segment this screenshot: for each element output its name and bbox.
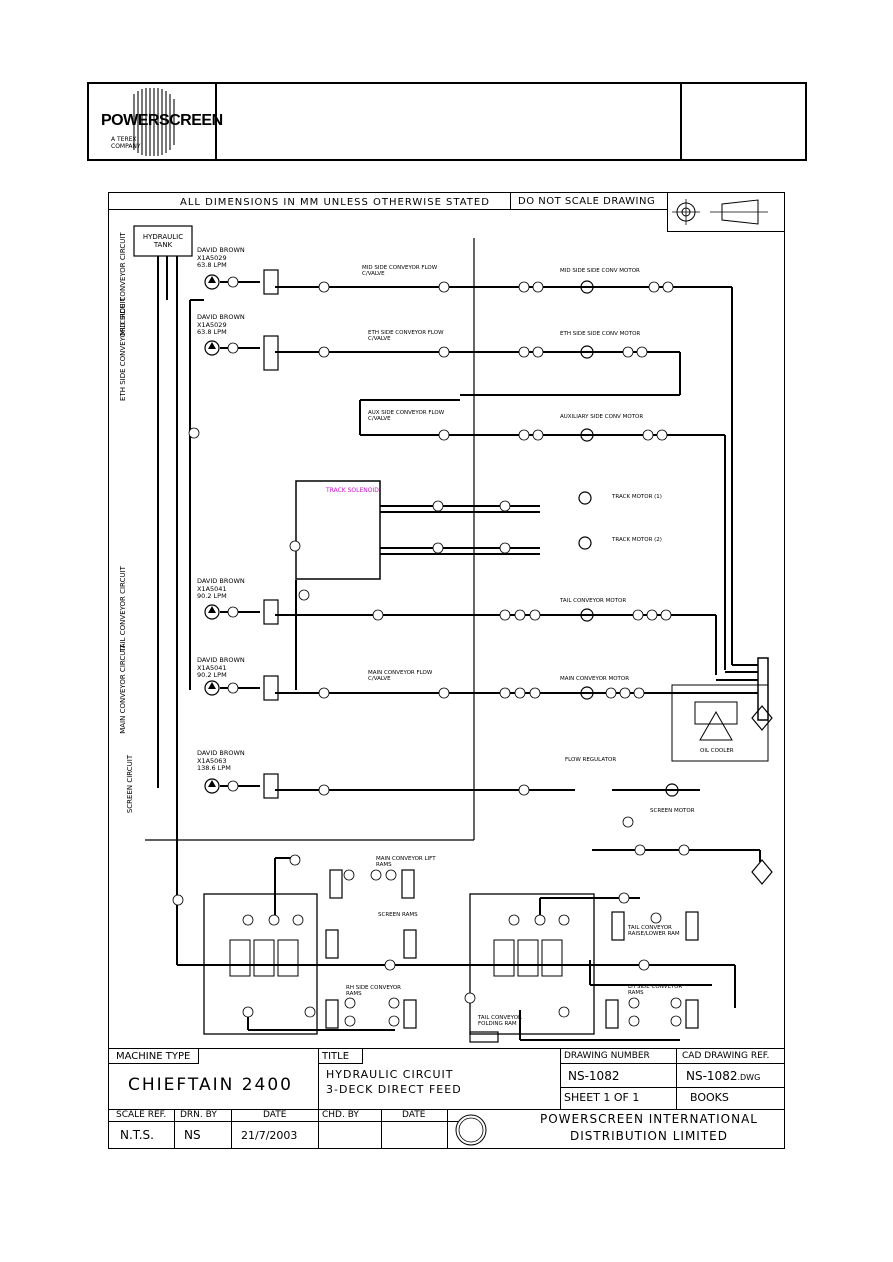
tail-circuit-label: TAIL CONVEYOR CIRCUIT — [119, 566, 127, 652]
company-line2: DISTRIBUTION LIMITED — [570, 1129, 728, 1143]
drn-by-label: DRN. BY — [180, 1110, 217, 1120]
aux-motor-label: AUXILIARY SIDE CONV MOTOR — [560, 414, 644, 420]
main-circuit-label: MAIN CONVEYOR CIRCUIT — [119, 644, 127, 734]
projection-symbol-icon — [672, 199, 768, 225]
notes-row-line — [108, 209, 668, 210]
pipe-lines — [145, 238, 769, 1041]
hydraulic-tank — [133, 225, 193, 257]
header-box: POWERSCREEN A TEREX COMPANY — [87, 82, 807, 161]
tail-fold-ram-label: TAIL CONVEYOR FOLDING RAM — [478, 1015, 522, 1027]
dimensions-note: ALL DIMENSIONS IN MM UNLESS OTHERWISE ST… — [180, 197, 490, 208]
date-label: DATE — [263, 1110, 287, 1120]
tb-vline-1 — [318, 1049, 319, 1149]
machine-type-label: MACHINE TYPE — [116, 1051, 191, 1062]
sheet-value: SHEET 1 OF 1 — [564, 1091, 640, 1104]
tb-line-1 — [560, 1063, 785, 1064]
logo-sub1: A TEREX — [111, 136, 137, 143]
track-solenoid-label: TRACK SOLENOID — [326, 487, 379, 494]
cad-ref-number: NS-1082 — [686, 1069, 738, 1083]
aux-valve-label: AUX SIDE CONVEYOR FLOW C/VALVE — [368, 410, 445, 422]
relief-valves — [263, 269, 279, 799]
logo-stripes-icon — [133, 88, 175, 156]
title-label: TITLE — [322, 1051, 350, 1062]
main-valve-label: MAIN CONVEYOR FLOW C/VALVE — [368, 670, 433, 682]
title-label-box — [318, 1049, 363, 1064]
tb-line-2 — [108, 1109, 785, 1110]
lh-side-rams-label: LH SIDE CONVEYOR RAMS — [628, 984, 683, 996]
pump-arrows — [208, 276, 216, 787]
machine-type-value: CHIEFTAIN 2400 — [128, 1075, 293, 1095]
tb-vline-6 — [381, 1109, 382, 1149]
notes-divider-1 — [510, 192, 511, 210]
drawing-number-label: DRAWING NUMBER — [564, 1051, 650, 1061]
motor-symbols — [578, 280, 679, 797]
notes-divider-2 — [667, 192, 668, 232]
company-line1: POWERSCREEN INTERNATIONAL — [540, 1112, 758, 1126]
tb-vline-4 — [174, 1109, 175, 1149]
tb-line-4 — [108, 1121, 458, 1122]
drawing-number-value: NS-1082 — [568, 1069, 620, 1083]
tb-vline-3 — [676, 1049, 677, 1109]
drn-by-value: NS — [184, 1128, 201, 1142]
cad-ref-value: NS-1082.DWG — [686, 1069, 760, 1083]
tail-raise-ram-label: TAIL CONVEYOR RAISE/LOWER RAM — [628, 925, 680, 937]
eth-side-circuit-label: ETH SIDE CONVEYOR CIRCUIT — [119, 297, 127, 401]
tail-motor-label: TAIL CONVEYOR MOTOR — [560, 598, 627, 604]
ram-cylinders — [325, 869, 699, 1043]
track-motor-2-label: TRACK MOTOR (2) — [612, 537, 662, 543]
logo-sub2: COMPANY — [111, 143, 141, 150]
books-value: BOOKS — [690, 1091, 729, 1104]
oil-cooler-label: OIL COOLER — [700, 748, 734, 754]
mid-valve-label: MID SIDE CONVEYOR FLOW C/VALVE — [362, 265, 438, 277]
eth-motor-label: ETH SIDE SIDE CONV MOTOR — [560, 331, 641, 337]
screen-rams-label: SCREEN RAMS — [378, 912, 418, 918]
tb-vline-7 — [447, 1109, 448, 1149]
title-line2: 3-DECK DIRECT FEED — [326, 1083, 462, 1096]
drawing-frame — [108, 192, 785, 1149]
date-value: 21/7/2003 — [241, 1129, 298, 1142]
tb-vline-8 — [108, 1049, 109, 1149]
cad-ref-label: CAD DRAWING REF. — [682, 1051, 770, 1061]
projection-box-bottom — [667, 231, 785, 232]
mid-motor-label: MID SIDE SIDE CONV MOTOR — [560, 268, 640, 274]
spool-valve-banks — [229, 939, 563, 977]
flow-regulator-label: FLOW REGULATOR — [565, 757, 617, 763]
eth-valve-label: ETH SIDE CONVEYOR FLOW C/VALVE — [368, 330, 444, 342]
cad-ref-ext: .DWG — [737, 1073, 761, 1082]
machine-type-label-box — [108, 1049, 199, 1064]
scale-note: DO NOT SCALE DRAWING — [518, 196, 656, 207]
date2-label: DATE — [402, 1110, 426, 1120]
main-lift-rams-label: MAIN CONVEYOR LIFT RAMS — [376, 856, 436, 868]
header-divider-left — [215, 84, 217, 159]
company-seal-icon — [455, 1114, 487, 1146]
header-divider-right — [680, 84, 682, 159]
screen-circuit-label: SCREEN CIRCUIT — [126, 754, 134, 814]
tb-vline-5 — [231, 1109, 232, 1149]
logo-text: POWERSCREEN — [101, 112, 223, 129]
port-balloons — [172, 276, 690, 1027]
chd-by-label: CHD. BY — [322, 1110, 359, 1120]
tank-label: HYDRAULIC TANK — [142, 233, 184, 249]
tb-vline-2 — [560, 1049, 561, 1109]
main-motor-label: MAIN CONVEYOR MOTOR — [560, 676, 630, 682]
filters — [751, 705, 773, 885]
scale-ref-value: N.T.S. — [120, 1128, 154, 1142]
track-motor-1-label: TRACK MOTOR (1) — [612, 494, 662, 500]
screen-motor-label: SCREEN MOTOR — [650, 808, 695, 814]
tb-line-3 — [560, 1087, 785, 1088]
title-line1: HYDRAULIC CIRCUIT — [326, 1068, 454, 1081]
powerscreen-logo: POWERSCREEN A TEREX COMPANY — [97, 88, 223, 158]
title-block: MACHINE TYPE CHIEFTAIN 2400 TITLE HYDRAU… — [108, 1048, 785, 1150]
pump-symbols — [204, 274, 220, 794]
scale-ref-label: SCALE REF. — [116, 1110, 167, 1120]
rh-side-rams-label: RH SIDE CONVEYOR RAMS — [346, 985, 402, 997]
